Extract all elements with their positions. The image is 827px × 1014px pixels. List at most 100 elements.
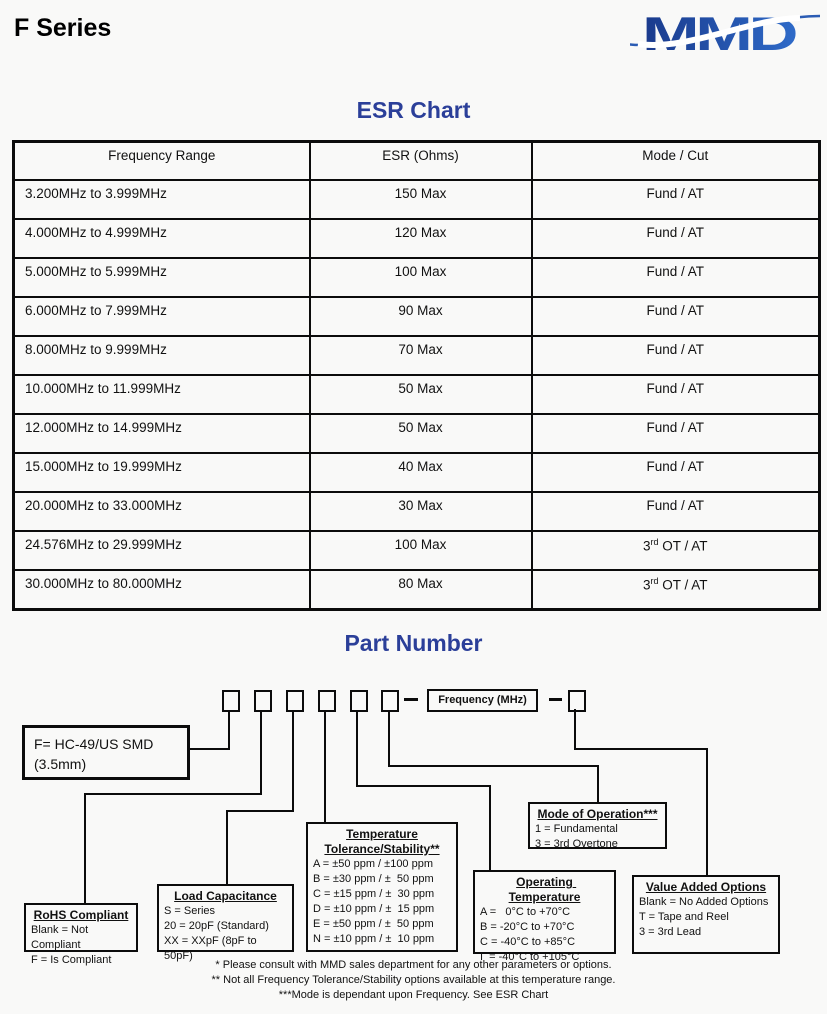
cell-esr: 50 Max: [308, 374, 533, 415]
rohs-compliant-box-lines: Blank = Not Compliant F = Is Compliant: [31, 923, 131, 968]
cell-esr: 80 Max: [308, 569, 533, 611]
cell-frequency-range: 10.000MHz to 11.999MHz: [12, 374, 311, 415]
cell-esr: 70 Max: [308, 335, 533, 376]
connector-segment: [388, 765, 599, 767]
part-field-box-6: [381, 690, 399, 712]
cell-frequency-range: 8.000MHz to 9.999MHz: [12, 335, 311, 376]
text-line: RoHS Compliant: [33, 908, 129, 922]
connector-segment: [190, 748, 230, 750]
text-line: C = -40°C to +85°C: [480, 936, 576, 948]
text-line: ***Mode is dependant upon Frequency. See…: [278, 989, 549, 1001]
cell-mode-cut: 3rd OT / AT: [530, 569, 821, 611]
text-line: T = Tape and Reel: [639, 911, 729, 923]
connector-segment: [226, 810, 228, 884]
cell-mode-cut: Fund / AT: [530, 452, 821, 493]
cell-frequency-range: 12.000MHz to 14.999MHz: [12, 413, 311, 454]
temperature-tolerance-box-lines: A = ±50 ppm / ±100 ppm B = ±30 ppm / ± 50…: [313, 857, 451, 947]
cell-mode-cut: Fund / AT: [530, 491, 821, 532]
text-line: B = -20°C to +70°C: [480, 921, 575, 933]
cell-frequency-range: 24.576MHz to 29.999MHz: [12, 530, 311, 571]
cell-mode-cut: Fund / AT: [530, 257, 821, 298]
esr-table-header-row: Frequency Range ESR (Ohms) Mode / Cut: [12, 140, 821, 181]
footnotes: * Please consult with MMD sales departme…: [0, 958, 827, 1003]
text-line: * Please consult with MMD sales departme…: [215, 959, 612, 971]
cell-mode-cut: Fund / AT: [530, 335, 821, 376]
text-line: Temperature: [346, 827, 418, 841]
text-line: N = ±10 ppm / ± 10 ppm: [313, 933, 435, 945]
value-added-options-box-title: Value Added Options: [639, 880, 773, 895]
text-line: Value Added Options: [645, 880, 767, 894]
text-line: D = ±10 ppm / ± 15 ppm: [313, 903, 435, 915]
connector-segment: [84, 793, 86, 903]
text-line: 3 = 3rd Overtone: [535, 838, 618, 850]
value-added-options-box: Value Added Options Blank = No Added Opt…: [632, 875, 780, 954]
text-line: Blank = Not Compliant: [31, 924, 92, 951]
text-line: B = ±30 ppm / ± 50 ppm: [313, 873, 434, 885]
text-line: A = 0°C to +70°C: [480, 906, 571, 918]
text-line: A = ±50 ppm / ±100 ppm: [313, 858, 434, 870]
cell-frequency-range: 6.000MHz to 7.999MHz: [12, 296, 311, 337]
connector-segment: [356, 785, 491, 787]
text-line: ** Not all Frequency Tolerance/Stability…: [211, 974, 616, 986]
text-line: E = ±50 ppm / ± 50 ppm: [313, 918, 434, 930]
text-line: 20 = 20pF (Standard): [164, 920, 269, 932]
text-line: XX = XXpF (8pF to 50pF): [164, 935, 260, 962]
col-header-esr-ohms: ESR (Ohms): [308, 140, 533, 181]
cell-mode-cut: Fund / AT: [530, 179, 821, 220]
rohs-compliant-box-title: RoHS Compliant: [31, 908, 131, 923]
connector-segment: [574, 709, 576, 750]
cell-esr: 30 Max: [308, 491, 533, 532]
cell-esr: 120 Max: [308, 218, 533, 259]
text-line: Load Capacitance: [174, 889, 277, 903]
connector-segment: [84, 793, 262, 795]
col-header-frequency-range: Frequency Range: [12, 140, 311, 181]
operating-temperature-box-title: Operating Temperature: [480, 875, 609, 905]
cell-mode-cut: Fund / AT: [530, 218, 821, 259]
col-header-mode-cut: Mode / Cut: [530, 140, 821, 181]
dash-separator: [549, 698, 562, 701]
cell-frequency-range: 30.000MHz to 80.000MHz: [12, 569, 311, 611]
text-line: Tolerance/Stability**: [324, 842, 440, 856]
text-line: F = Is Compliant: [31, 954, 112, 966]
part-number-title: Part Number: [344, 630, 483, 656]
text-line: Blank = No Added Options: [639, 896, 769, 908]
cell-frequency-range: 20.000MHz to 33.000MHz: [12, 491, 311, 532]
cell-mode-cut: 3rd OT / AT: [530, 530, 821, 571]
text-line: C = ±15 ppm / ± 30 ppm: [313, 888, 435, 900]
text-line: 1 = Fundamental: [535, 823, 618, 835]
cell-frequency-range: 3.200MHz to 3.999MHz: [12, 179, 311, 220]
cell-esr: 100 Max: [308, 257, 533, 298]
connector-segment: [292, 710, 294, 812]
logo-swoosh-white: [637, 15, 801, 48]
cell-esr: 40 Max: [308, 452, 533, 493]
text-line: 3 = 3rd Lead: [639, 926, 702, 938]
connector-segment: [574, 748, 708, 750]
connector-segment: [324, 710, 326, 822]
part-field-box-4: [318, 690, 336, 712]
connector-segment: [489, 785, 491, 870]
cell-mode-cut: Fund / AT: [530, 413, 821, 454]
cell-mode-cut: Fund / AT: [530, 374, 821, 415]
rohs-compliant-box: RoHS Compliant Blank = Not Compliant F = …: [24, 903, 138, 966]
mode-of-operation-box-lines: 1 = Fundamental 3 = 3rd Overtone: [535, 822, 660, 852]
cell-frequency-range: 15.000MHz to 19.999MHz: [12, 452, 311, 493]
page-title: F Series: [14, 14, 112, 42]
cell-mode-cut: Fund / AT: [530, 296, 821, 337]
cell-frequency-range: 5.000MHz to 5.999MHz: [12, 257, 311, 298]
part-field-box-7: [568, 690, 586, 712]
value-added-options-box-lines: Blank = No Added Options T = Tape and Ree…: [639, 895, 773, 940]
connector-segment: [260, 710, 262, 795]
